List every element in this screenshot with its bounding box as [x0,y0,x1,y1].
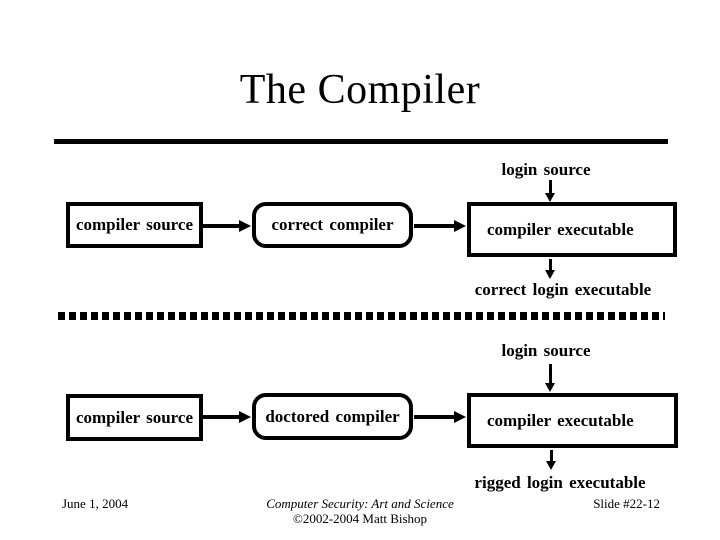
arrow-head [454,220,466,232]
footer-copyright: ©2002-2004 Matt Bishop [292,511,428,526]
arrow-head [546,461,556,470]
dotted-divider [58,312,665,320]
arrow-down-icon [544,180,556,202]
arrow-shaft [203,224,241,228]
arrow-head [239,220,251,232]
arrow-shaft [549,180,552,194]
slide-title: The Compiler [239,67,481,113]
arrow-right-icon [414,411,466,423]
bottom-compiler-executable-box: compiler executable [467,393,678,448]
box-label: compiler source [75,215,194,234]
arrow-head [454,411,466,423]
arrow-shaft [550,450,553,462]
box-label: compiler source [75,407,194,427]
box-label: doctored compiler [265,406,400,426]
correct-login-executable-label: correct login executable [474,280,652,299]
box-label: compiler executable [487,410,634,430]
arrow-down-icon [544,364,556,392]
bottom-login-source-label: login source [501,341,591,360]
arrow-down-icon [545,450,557,470]
top-compiler-executable-box: compiler executable [467,202,677,257]
arrow-right-icon [203,411,251,423]
top-correct-compiler-box: correct compiler [252,202,413,248]
arrow-down-icon [544,259,556,279]
arrow-shaft [414,415,456,419]
arrow-head [545,383,555,392]
bottom-compiler-source-box: compiler source [66,394,203,441]
top-login-source-label: login source [501,160,591,179]
arrow-right-icon [414,220,466,232]
title-divider [54,139,668,144]
box-label: compiler executable [487,219,634,239]
arrow-shaft [549,364,552,384]
arrow-shaft [549,259,552,271]
top-compiler-source-box: compiler source [66,202,203,248]
footer-slide-number: Slide #22-12 [593,496,660,511]
bottom-doctored-compiler-box: doctored compiler [252,393,413,440]
arrow-head [545,270,555,279]
arrow-head [545,193,555,202]
arrow-right-icon [203,220,251,232]
arrow-head [239,411,251,423]
arrow-shaft [203,415,241,419]
arrow-shaft [414,224,456,228]
box-label: correct compiler [271,215,394,234]
footer-book-title: Computer Security: Art and Science [266,496,454,511]
footer-center: Computer Security: Art and Science ©2002… [0,496,720,526]
footer-date: June 1, 2004 [62,496,129,511]
rigged-login-executable-label: rigged login executable [474,473,646,492]
